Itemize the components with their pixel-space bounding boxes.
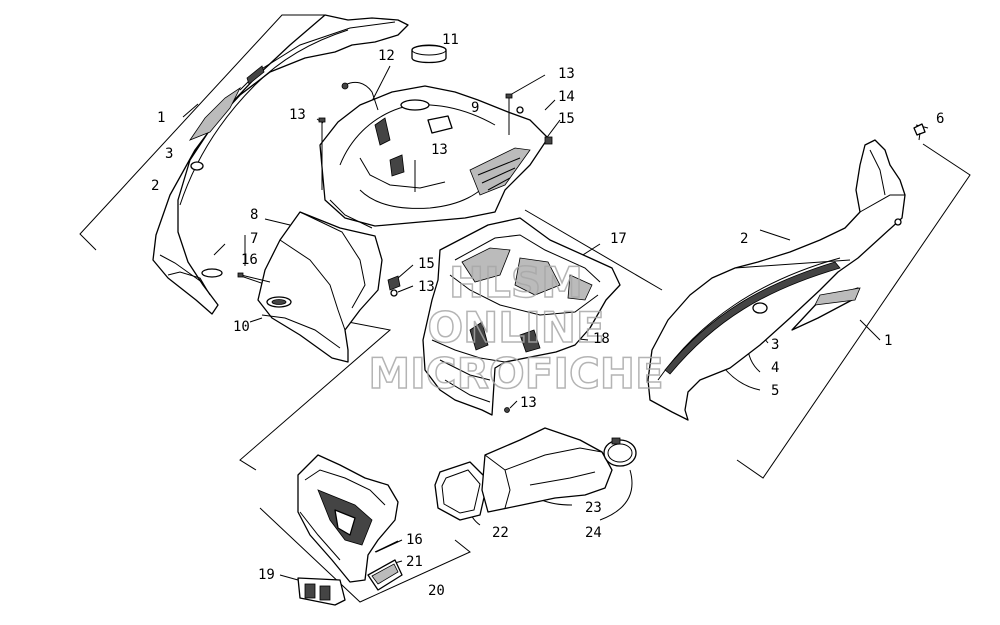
callout-19: 19 <box>258 567 275 583</box>
callout-15-nose: 15 <box>418 256 435 272</box>
callout-10: 10 <box>233 319 250 335</box>
callout-13-hood-right: 13 <box>558 66 575 82</box>
callout-16-nose: 16 <box>241 252 258 268</box>
callout-18: 18 <box>593 331 610 347</box>
callout-21: 21 <box>406 554 423 570</box>
callout-7: 7 <box>250 231 258 247</box>
callout-11: 11 <box>442 32 459 48</box>
callout-2-left: 2 <box>151 178 159 194</box>
callout-2-right: 2 <box>740 231 748 247</box>
watermark-line-1: HLSM <box>449 258 583 307</box>
intake-silencer <box>422 217 621 416</box>
callout-1-left: 1 <box>157 110 165 126</box>
callout-4: 4 <box>771 360 779 376</box>
right-side-shroud <box>647 123 926 421</box>
callout-15-hood: 15 <box>558 111 575 127</box>
callout-23: 23 <box>585 500 602 516</box>
callout-6: 6 <box>936 111 944 127</box>
callout-labels: 1 3 2 12 11 13 9 13 13 14 15 6 8 7 16 10… <box>151 32 944 599</box>
callout-3-right: 3 <box>771 337 779 353</box>
callout-17: 17 <box>610 231 627 247</box>
callout-5: 5 <box>771 383 779 399</box>
callout-13-silencer: 13 <box>520 395 537 411</box>
headlight-assembly <box>297 454 403 606</box>
watermark-line-3: MICROFICHE <box>368 349 663 398</box>
intake-duct <box>434 427 637 521</box>
callout-16-headlight: 16 <box>406 532 423 548</box>
callout-20: 20 <box>428 583 445 599</box>
callout-13-hood-left: 13 <box>289 107 306 123</box>
nose-pan <box>237 211 401 363</box>
callout-13-hood-center: 13 <box>431 142 448 158</box>
callout-9: 9 <box>471 100 479 116</box>
watermark-line-2: ONLINE <box>427 303 604 352</box>
left-side-shroud <box>152 14 409 315</box>
callout-14: 14 <box>558 89 575 105</box>
hood-assembly <box>318 44 553 229</box>
callout-8: 8 <box>250 207 258 223</box>
callout-12: 12 <box>378 48 395 64</box>
callout-24: 24 <box>585 525 602 541</box>
callout-1-right: 1 <box>884 333 892 349</box>
watermark: HLSM ONLINE MICROFICHE <box>368 257 665 399</box>
callout-3-left: 3 <box>165 146 173 162</box>
callout-13-nose: 13 <box>418 279 435 295</box>
decal-3 <box>190 161 204 171</box>
callout-22: 22 <box>492 525 509 541</box>
